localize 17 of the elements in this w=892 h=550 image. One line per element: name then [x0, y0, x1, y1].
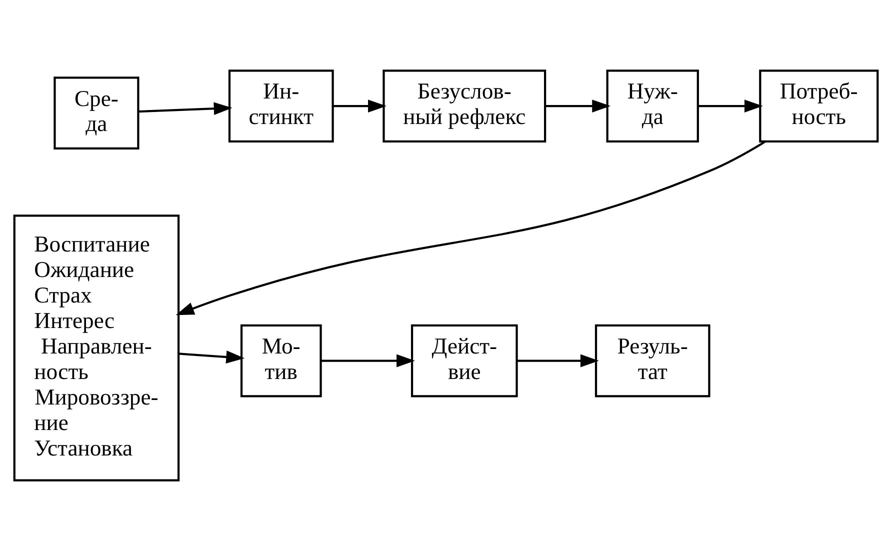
arrow — [176, 140, 766, 315]
node-box: Сре- да — [54, 76, 140, 150]
arrow — [332, 99, 386, 112]
arrow — [546, 99, 611, 112]
node-box: Резуль- тат — [594, 324, 710, 397]
node-box: Безуслов- ный рефлекс — [382, 69, 546, 142]
arrow — [178, 350, 245, 363]
node-box: Воспитание Ожидание Страх Интерес Направлен- ность Мировоззре- ние Установка — [13, 214, 180, 481]
node-box: Ин- стинкт — [228, 69, 334, 142]
arrow — [516, 354, 599, 367]
node-box: Дейст- вие — [410, 324, 518, 397]
arrow — [138, 102, 232, 115]
node-box: Потреб- ность — [759, 69, 879, 142]
node-box: Мо- тив — [240, 324, 322, 397]
arrow — [320, 354, 415, 367]
node-box: Нуж- да — [606, 69, 699, 142]
arrow — [698, 99, 763, 112]
